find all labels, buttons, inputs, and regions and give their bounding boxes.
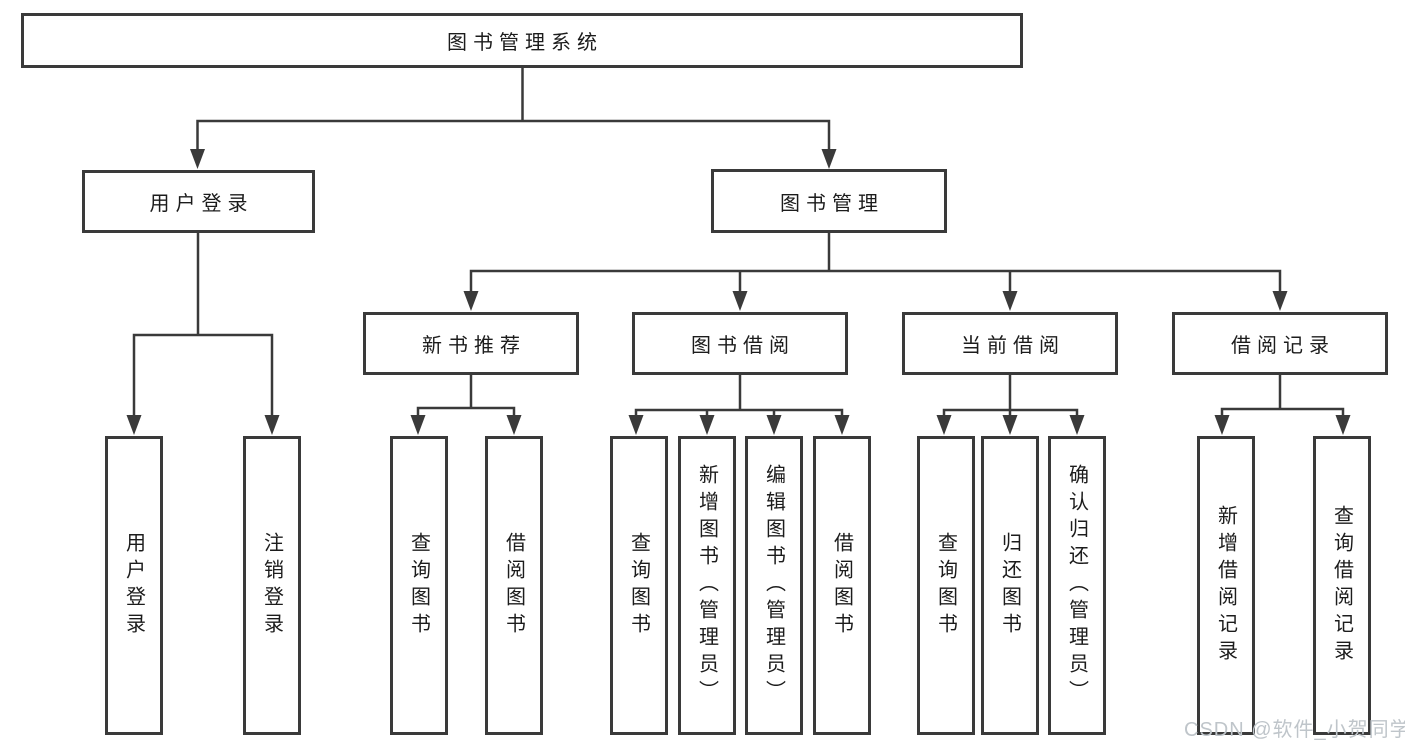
node-book-borrowing: 图书借阅: [632, 312, 848, 375]
node-new-book-recommendation: 新书推荐: [363, 312, 579, 375]
leaf-query-books-borrowing: 查询图书: [610, 436, 668, 735]
node-root-library-system: 图书管理系统: [21, 13, 1023, 68]
leaf-query-borrow-record: 查询借阅记录: [1313, 436, 1371, 735]
watermark: CSDN @软件_小贺同学: [1184, 719, 1405, 741]
node-current-borrowing: 当前借阅: [902, 312, 1118, 375]
leaf-add-books-admin: 新增图书（管理员）: [678, 436, 736, 735]
node-user-login: 用户登录: [82, 170, 315, 233]
leaf-logout: 注销登录: [243, 436, 301, 735]
leaf-query-books-current: 查询图书: [917, 436, 975, 735]
node-book-management: 图书管理: [711, 169, 947, 233]
node-borrowing-records: 借阅记录: [1172, 312, 1388, 375]
leaf-borrow-books: 借阅图书: [813, 436, 871, 735]
leaf-confirm-return-admin: 确认归还（管理员）: [1048, 436, 1106, 735]
leaf-query-books-recommend: 查询图书: [390, 436, 448, 735]
leaf-user-login: 用户登录: [105, 436, 163, 735]
leaf-borrow-books-recommend: 借阅图书: [485, 436, 543, 735]
leaf-return-books: 归还图书: [981, 436, 1039, 735]
leaf-add-borrow-record: 新增借阅记录: [1197, 436, 1255, 735]
leaf-edit-books-admin: 编辑图书（管理员）: [745, 436, 803, 735]
